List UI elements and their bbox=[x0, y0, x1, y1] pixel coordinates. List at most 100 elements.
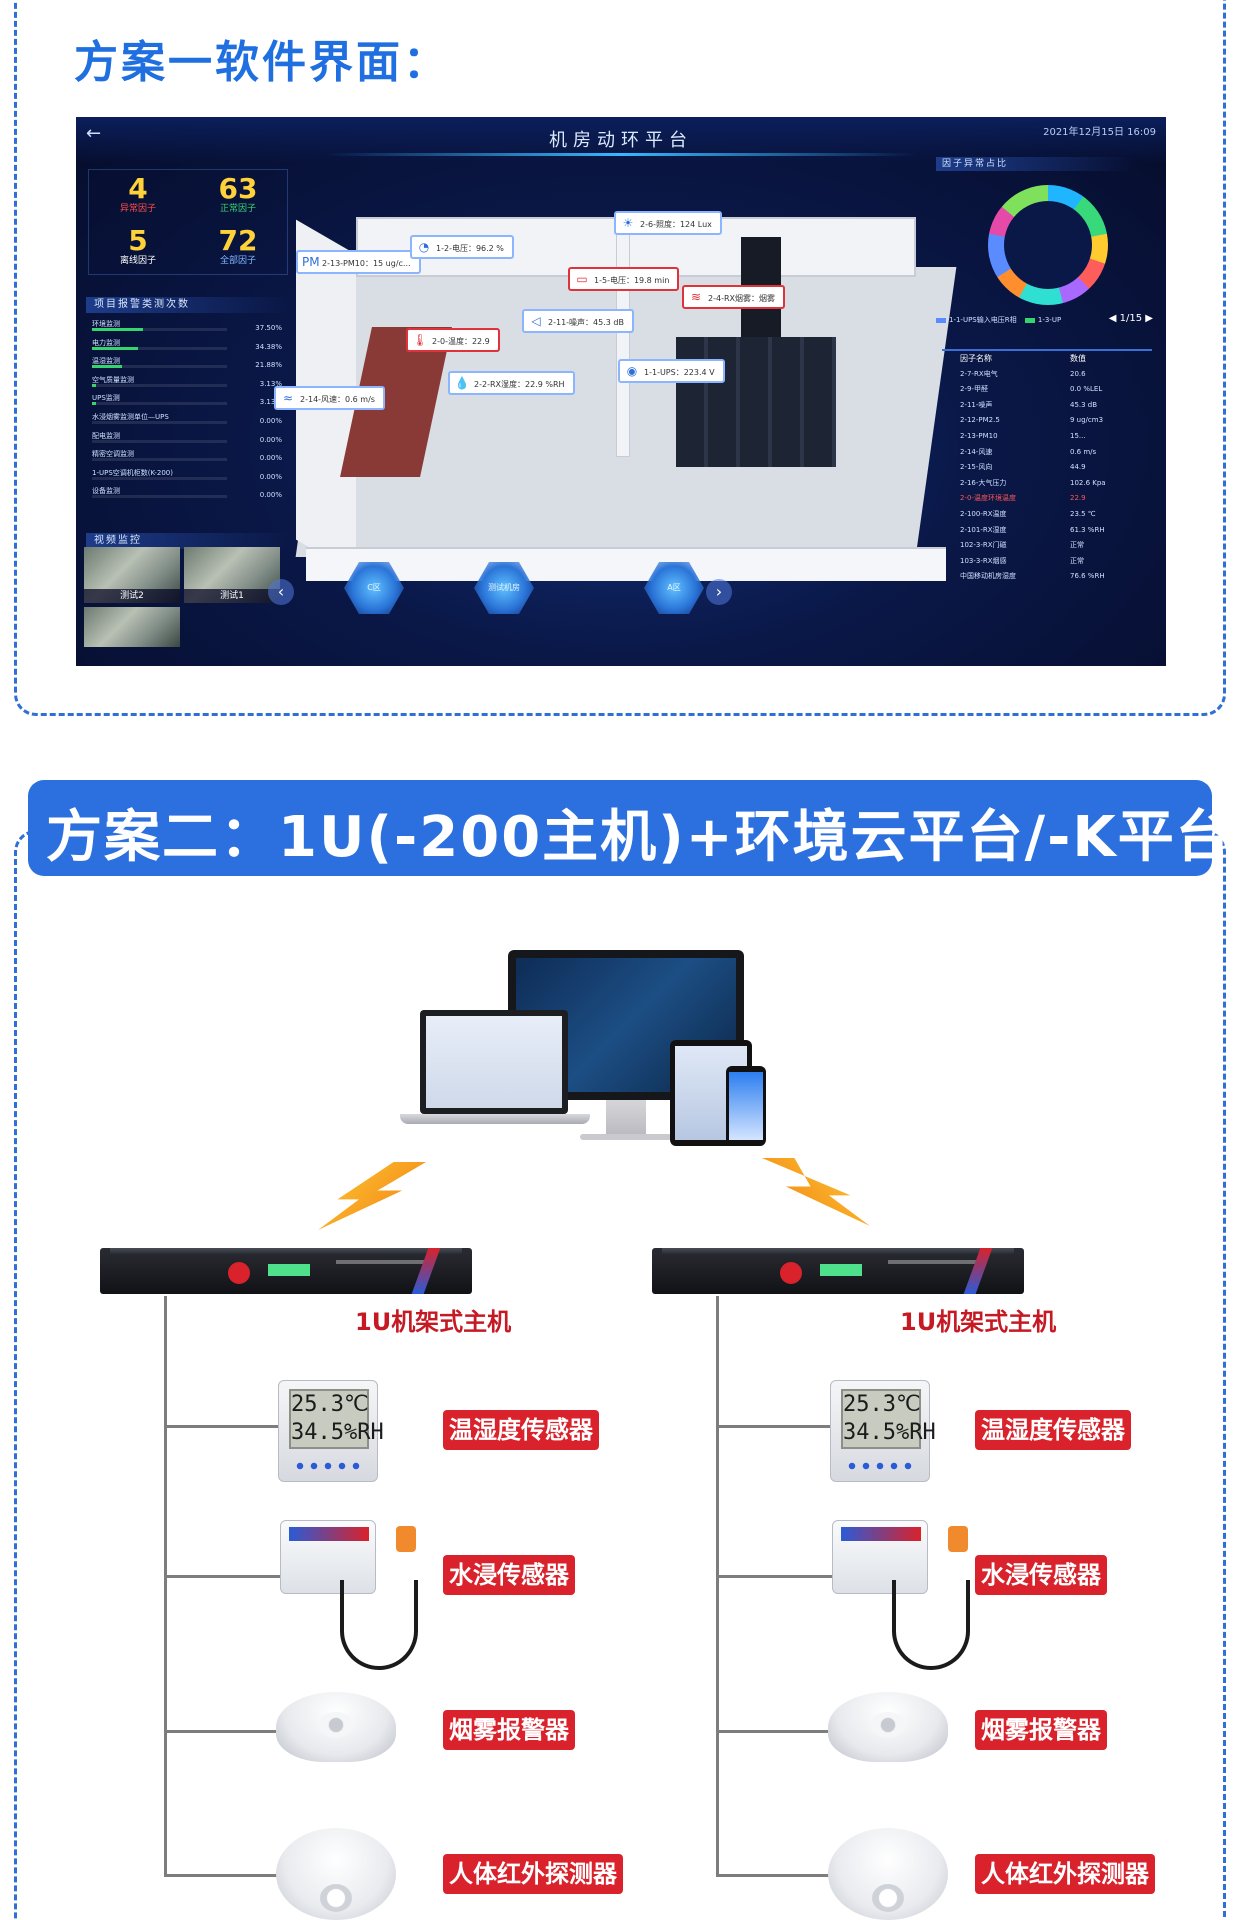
factor-value: 20.6 bbox=[1070, 369, 1086, 378]
carousel-next-button[interactable]: › bbox=[706, 579, 732, 605]
dashboard-date: 2021年12月15日 16:09 bbox=[1043, 127, 1156, 138]
counter-normal[interactable]: 63 正常因子 bbox=[193, 174, 283, 215]
alarm-bar-fill bbox=[92, 365, 122, 369]
legend-pager[interactable]: ◀ 1/15 ▶ bbox=[1108, 313, 1153, 324]
factor-name: 103-3-RX烟感 bbox=[960, 556, 1007, 565]
legend-label: 1-1-UPS输入电压R相 bbox=[949, 316, 1017, 324]
factor-name: 2-14-风速 bbox=[960, 447, 993, 456]
sensor-tag[interactable]: 💧2-2-RX湿度：22.9 %RH bbox=[448, 371, 575, 395]
carousel-prev-button[interactable]: ‹ bbox=[268, 579, 294, 605]
smoke-detector-image bbox=[828, 1692, 948, 1762]
hex-button[interactable]: A区 bbox=[644, 562, 704, 614]
sensor-tag[interactable]: ◁2-11-噪声：45.3 dB bbox=[522, 309, 634, 333]
monitor-stand bbox=[606, 1100, 646, 1136]
legend-swatch bbox=[1024, 317, 1035, 323]
camera-feed[interactable]: 测试2 bbox=[84, 547, 180, 603]
table-row[interactable]: 2-16-大气压力 102.6 Kpa bbox=[942, 476, 1152, 492]
table-row[interactable]: 103-3-RX烟感正常 bbox=[942, 554, 1152, 570]
back-arrow-icon[interactable]: ← bbox=[86, 123, 102, 144]
alarm-bar-value: 0.00% bbox=[259, 454, 282, 463]
branch-line bbox=[164, 1575, 334, 1578]
donut-legend: 1-1-UPS输入电压R相 1-3-UP bbox=[936, 315, 1161, 325]
counter-total[interactable]: 72 全部因子 bbox=[193, 226, 283, 267]
sensor-tag[interactable]: ▭1-5-电压：19.8 min bbox=[568, 267, 680, 291]
room-front-wall bbox=[306, 547, 946, 581]
sensor-lcd: 25.3℃ 34.5%RH bbox=[289, 1389, 384, 1449]
dashboard-title: 机房动环平台 bbox=[549, 130, 693, 151]
camera-feed[interactable] bbox=[84, 607, 180, 647]
sensor-label: 人体红外探测器 bbox=[443, 1854, 623, 1894]
branch-line bbox=[716, 1730, 886, 1733]
branch-line bbox=[716, 1575, 886, 1578]
sensor-tag-icon: ◁ bbox=[531, 314, 541, 328]
brand-logo-icon bbox=[780, 1262, 802, 1284]
laptop-screen bbox=[426, 1016, 562, 1108]
sensor-tag[interactable]: ◉1-1-UPS：223.4 V bbox=[618, 359, 725, 383]
factor-name: 2-16-大气压力 bbox=[960, 478, 1007, 487]
sensor-nameplate bbox=[841, 1527, 921, 1541]
sensor-tag[interactable]: 🌡2-0-温度：22.9 bbox=[406, 328, 500, 352]
counter-value: 63 bbox=[218, 172, 258, 205]
sensor-tag[interactable]: ≈2-14-风速：0.6 m/s bbox=[274, 386, 385, 410]
factor-value: 22.9 bbox=[1070, 494, 1086, 503]
water-sensor-cable bbox=[892, 1580, 970, 1670]
factor-value: 102.6 Kpa bbox=[1070, 478, 1106, 487]
alarm-bar-track bbox=[92, 495, 227, 499]
area-hex-buttons: C区 测试机房 A区 bbox=[344, 562, 856, 642]
alarm-bar-label: 温湿监测 bbox=[92, 357, 120, 366]
rack-lcd bbox=[820, 1264, 862, 1276]
sensor-tag-icon: 🌡 bbox=[412, 333, 428, 347]
hex-button[interactable]: C区 bbox=[344, 562, 404, 614]
factor-value: 15... bbox=[1070, 431, 1086, 440]
sensor-tag-icon: PM bbox=[302, 255, 320, 269]
ratio-panel-title: 因子异常占比 bbox=[936, 157, 1136, 171]
branch-line bbox=[716, 1425, 886, 1428]
table-row[interactable]: 102-3-RX门磁正常 bbox=[942, 538, 1152, 554]
legend-label: 1-3-UP bbox=[1037, 316, 1062, 324]
counter-abnormal[interactable]: 4 异常因子 bbox=[93, 174, 183, 215]
factor-value: 0.0 %LEL bbox=[1070, 385, 1103, 394]
phone-screen bbox=[729, 1072, 763, 1140]
alarm-bar-track bbox=[92, 383, 227, 387]
sensor-tag[interactable]: ◔1-2-电压：96.2 % bbox=[410, 235, 514, 259]
factor-name: 102-3-RX门磁 bbox=[960, 541, 1007, 550]
alarm-bar-row: 1-UPS空调机柜数(K-200)0.00% bbox=[92, 468, 282, 487]
rack-lcd bbox=[268, 1264, 310, 1276]
rack-host-image bbox=[652, 1248, 1024, 1294]
dashboard-screenshot: ← 机房动环平台 2021年12月15日 16:09 4 异常因子 63 正常因… bbox=[76, 117, 1166, 666]
video-panel-title: 视频监控 bbox=[86, 533, 291, 549]
temp-humidity-sensor-image: 25.3℃ 34.5%RH bbox=[830, 1380, 936, 1482]
factor-value: 45.3 dB bbox=[1070, 400, 1098, 409]
lcd-temperature: 25.3℃ bbox=[843, 1392, 921, 1417]
camera-feed[interactable]: 测试1 bbox=[184, 547, 280, 603]
hex-button[interactable]: 测试机房 bbox=[474, 562, 534, 614]
table-header-cell: 数值 bbox=[1070, 354, 1086, 363]
sensor-tag[interactable]: ☀2-6-照度：124 Lux bbox=[614, 211, 722, 235]
alarm-bar-fill bbox=[92, 402, 97, 406]
counter-offline[interactable]: 5 离线因子 bbox=[93, 226, 183, 267]
smoke-detector-image bbox=[276, 1692, 396, 1762]
alarm-bar-value: 0.00% bbox=[259, 491, 282, 500]
alarm-bar-value: 21.88% bbox=[255, 361, 282, 370]
alarm-panel-title: 项目报警类测次数 bbox=[86, 297, 291, 313]
table-header-row: 因子名称 数值 bbox=[942, 351, 1152, 367]
legend-swatch bbox=[936, 317, 946, 323]
lcd-temperature: 25.3℃ bbox=[291, 1392, 369, 1417]
branch-line bbox=[716, 1874, 886, 1877]
sensor-tag[interactable]: ≋2-4-RX烟雾：烟雾 bbox=[682, 285, 785, 309]
client-devices-image bbox=[400, 950, 780, 1150]
bus-line bbox=[716, 1296, 719, 1876]
